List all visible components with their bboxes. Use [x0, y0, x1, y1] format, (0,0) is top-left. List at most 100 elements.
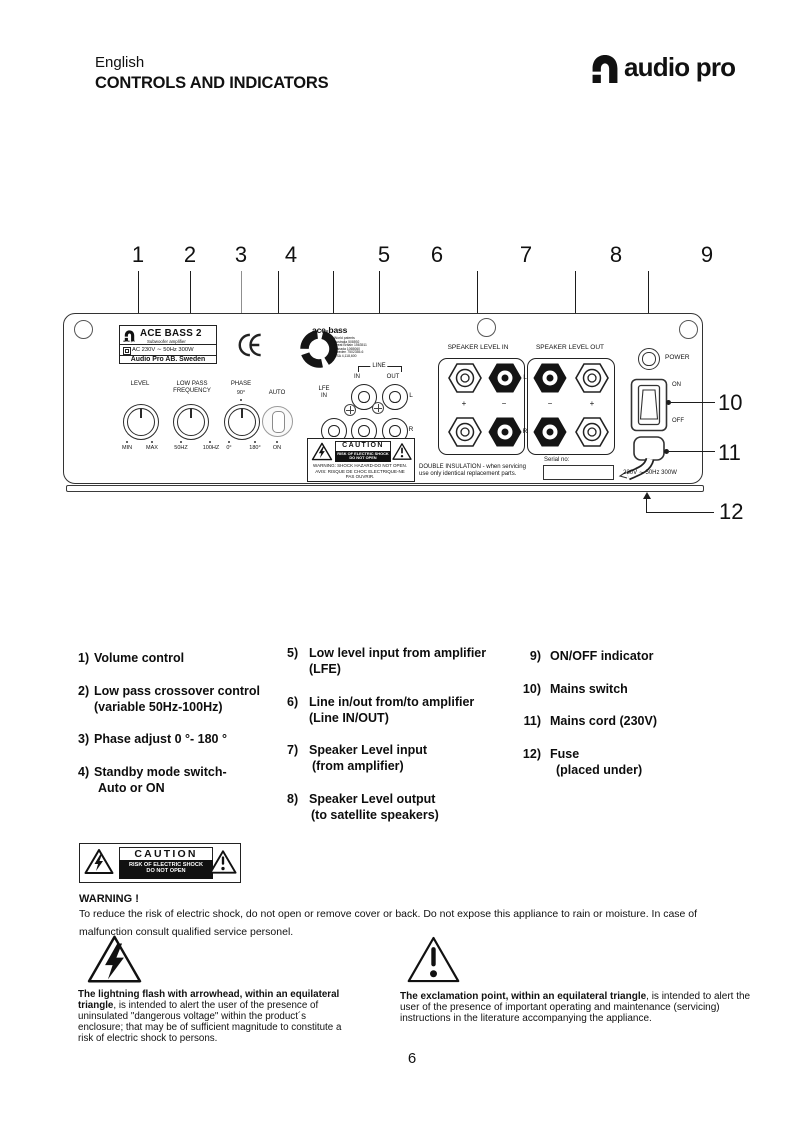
panel-caution-label: CAUTION RISK OF ELECTRIC SHOCK DO NOT OP… — [307, 438, 415, 482]
screw-hole-top-right — [679, 320, 698, 339]
rca-left-channel-label: L — [409, 392, 413, 399]
legend-item-7: 7)Speaker Level input(from amplifier) — [287, 743, 428, 773]
legend-item-2: 2)Low pass crossover control(variable 50… — [78, 683, 261, 714]
exclamation-triangle-icon — [209, 849, 237, 880]
exclamation-note: The exclamation point, within an equilat… — [400, 991, 751, 1024]
exclamation-triangle-icon — [392, 442, 412, 466]
legend-item-8: 8)Speaker Level output(to satellite spea… — [287, 791, 439, 822]
speaker-in-post-l-plus[interactable] — [448, 363, 482, 398]
callout-1: 1 — [131, 242, 145, 267]
audio-pro-badge-icon — [123, 328, 136, 341]
callout-7: 7 — [519, 242, 533, 267]
speaker-out-post-r-plus[interactable] — [575, 417, 609, 452]
badge-company: Audio Pro AB. Sweden — [130, 355, 206, 363]
callout-2: 2 — [183, 242, 197, 267]
speaker-in-post-r-minus[interactable] — [488, 417, 522, 452]
callout-5: 5 — [377, 242, 391, 267]
serial-no-label: Serial no: — [544, 457, 570, 463]
legend-item-6: 6)Line in/out from/to amplifier(Line IN/… — [287, 694, 475, 725]
callout-12: 12 — [719, 499, 744, 524]
badge-model: ACE BASS 2 — [140, 328, 202, 339]
mains-cord — [612, 432, 670, 487]
line-in-label: IN — [354, 374, 360, 380]
speaker-in-plus-label: + — [461, 399, 467, 408]
level-knob[interactable] — [123, 404, 159, 440]
leader-dot-11 — [664, 449, 669, 454]
callout-6: 6 — [430, 242, 444, 267]
speaker-out-post-l-plus[interactable] — [575, 363, 609, 398]
legend-item-12: 12)Fuse(placed under) — [522, 746, 643, 777]
leader-line-9 — [648, 271, 650, 340]
power-label: POWER — [665, 354, 690, 361]
speaker-in-post-r-plus[interactable] — [448, 417, 482, 452]
leader-line-11 — [669, 451, 715, 453]
standby-label: AUTO — [268, 390, 286, 396]
phase-mid-label: 90° — [236, 390, 246, 396]
auto-on-switch[interactable] — [262, 406, 293, 437]
speaker-in-minus-label: − — [501, 399, 507, 408]
speaker-level-in-title: SPEAKER LEVEL IN — [447, 344, 509, 351]
standby-on-label: ON — [272, 445, 282, 451]
legend-item-11: 11)Mains cord (230V) — [523, 714, 657, 728]
lowpass-knob[interactable] — [173, 404, 209, 440]
speaker-out-plus-label: + — [589, 399, 595, 408]
phillips-screw-1 — [344, 404, 356, 416]
phase-max-label: 180° — [249, 445, 261, 451]
screw-hole-top-left — [74, 320, 93, 339]
leader-line-12-v — [646, 498, 648, 513]
caution-risk-text: RISK OF ELECTRIC SHOCK DO NOT OPEN — [335, 450, 391, 462]
callout-3: 3 — [234, 242, 248, 267]
leader-line-6 — [379, 271, 381, 353]
ce-mark-icon — [231, 331, 262, 364]
legend-item-4: 4)Standby mode switch-Auto or ON — [78, 764, 227, 795]
caution-warn-text: WARNING: SHOCK HAZARD-DO NOT OPEN. AVIS:… — [312, 463, 407, 479]
callout-9: 9 — [700, 242, 714, 267]
switch-off-label: OFF — [672, 418, 684, 424]
mains-rocker-switch[interactable] — [630, 378, 668, 437]
serial-no-box — [543, 465, 614, 480]
line-out-label: OUT — [386, 374, 400, 380]
panel-bottom-flange — [66, 485, 704, 492]
leader-line-12-h — [646, 512, 714, 514]
badge-subtitle: Subwoofer amplifier — [147, 338, 186, 344]
speaker-right-channel-label: R — [522, 428, 528, 435]
legend-item-10: 10)Mains switch — [522, 681, 628, 696]
language-label: English — [95, 54, 145, 71]
mains-rating-label: 230V ∼ 50Hz 300W — [623, 470, 677, 476]
callout-10: 10 — [718, 390, 743, 415]
lightning-note: The lightning flash with arrowhead, with… — [78, 989, 342, 1044]
lightning-triangle-icon — [86, 934, 143, 990]
page-title: CONTROLS AND INDICATORS — [95, 74, 329, 92]
speaker-out-minus-label: − — [547, 399, 553, 408]
level-min-label: MIN — [121, 445, 133, 451]
legend-item-5: 5)Low level input from amplifier(LFE) — [287, 646, 487, 676]
speaker-level-out-title: SPEAKER LEVEL OUT — [535, 344, 605, 351]
speaker-out-post-l-minus[interactable] — [533, 363, 567, 398]
line-out-left-jack[interactable] — [382, 384, 408, 410]
ace-bass-logo-icon — [296, 326, 342, 377]
legend-item-9: 9)ON/OFF indicator — [529, 649, 654, 663]
phase-knob[interactable] — [224, 404, 260, 440]
rca-right-channel-label: R — [408, 426, 414, 433]
legend-column-1: 1)Volume control 2)Low pass crossover co… — [78, 650, 293, 812]
speaker-out-post-r-minus[interactable] — [533, 417, 567, 452]
phase-min-label: 0° — [226, 445, 232, 451]
warning-body: To reduce the risk of electric shock, do… — [79, 908, 698, 938]
brand-wordmark: audio pro — [624, 52, 736, 82]
phase-label: PHASE — [230, 381, 252, 387]
caution-risk-text: RISK OF ELECTRIC SHOCK DO NOT OPEN — [119, 860, 213, 879]
badge-rating: AC 230V ∼ 50Hz 300W — [132, 346, 194, 353]
callout-4: 4 — [284, 242, 298, 267]
double-insulation-text: DOUBLE INSULATION - when servicing use o… — [419, 464, 526, 477]
caution-title: CAUTION — [119, 847, 213, 861]
leader-line-10 — [671, 402, 715, 404]
speaker-in-post-l-minus[interactable] — [488, 363, 522, 398]
callout-8: 8 — [609, 242, 623, 267]
power-led — [638, 348, 660, 370]
screw-hole-top-middle — [477, 318, 496, 337]
fuse-arrow-icon — [643, 492, 651, 499]
callout-11: 11 — [718, 440, 741, 465]
